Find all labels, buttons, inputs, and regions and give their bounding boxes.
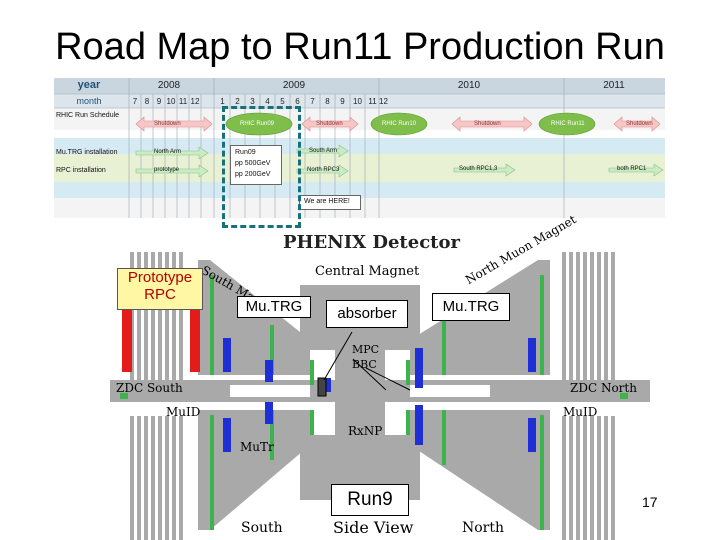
bar-label: Shutdown [154,121,181,127]
bar-label: prototype [154,167,180,173]
month-label: 1 [220,97,225,106]
month-label: 3 [250,97,255,106]
side-view-label: Side View [333,518,414,537]
bar-label: RHIC Run11 [551,121,585,127]
bar-label: North RPC3 [307,167,340,173]
month-label: 11 [178,97,188,106]
month-label: 8 [144,97,150,106]
prototype-rpc-callout: Prototype RPC [117,268,203,310]
year-2008: 2008 [157,80,181,91]
row-label-rhic: RHIC Run Schedule [56,112,120,119]
month-label: 7 [132,97,138,106]
zdc-north-label: ZDC North [570,381,637,395]
bbc-label: BBC [352,358,377,371]
row-label-rpc: RPC installation [56,167,106,174]
month-header: month [76,96,102,106]
month-label: 4 [265,97,270,106]
we-are-here-box: We are HERE! [299,195,361,210]
bar-label: Shutdown [316,121,343,127]
bar-label: Shutdown [626,121,653,127]
bar-label: South RPC1,3 [459,166,498,172]
month-label: 5 [280,97,285,106]
month-label: 12 [190,97,200,106]
month-label: 7 [310,97,315,106]
south-label: South [241,520,283,536]
month-label: 8 [325,97,330,106]
year-header: year [77,79,101,91]
bar-label: RHIC Run10 [382,121,417,127]
schedule-bars [135,112,664,178]
month-label: 6 [295,97,300,106]
year-2009: 2009 [282,80,306,91]
bar-label: Shutdown [474,121,501,127]
bar-label: South Arm [309,148,338,154]
mutrg-right-callout: Mu.TRG [432,293,510,321]
month-label: 10 [166,97,176,106]
run9-highlight-box [222,106,301,228]
mutrg-left-callout: Mu.TRG [237,296,311,318]
page-number: 17 [642,494,658,510]
year-2010: 2010 [457,80,481,91]
year-2011: 2011 [603,80,625,91]
rxnp-label: RxNP [348,424,383,438]
zdc-south-label: ZDC South [116,381,183,395]
month-label: 10 [353,97,362,106]
row-label-mutrg: Mu.TRG installation [56,149,118,156]
mpc-label: MPC [352,343,380,356]
bar-label: both RPC1 [617,166,647,172]
run09-info-box: Run09 pp 500GeV pp 200GeV [230,145,282,185]
central-magnet-label: Central Magnet [315,264,420,279]
absorber-callout: absorber [326,300,408,328]
north-label: North [462,520,505,536]
bar-label: RHIC Run09 [240,121,275,127]
slide-title: Road Map to Run11 Production Run [55,26,665,68]
bar-label: North Arm [154,149,182,155]
month-label: 2 [235,97,240,106]
month-label: 9 [156,97,162,106]
month-label: 11 [368,97,377,106]
detector-title: PHENIX Detector [283,232,460,253]
schedule-table: year month 2008 2009 2010 2011 7 8 9 10 … [54,78,665,218]
muid-right-label: MuID [563,405,598,419]
mutr-label: MuTr [240,440,274,454]
run9-callout: Run9 [331,484,409,516]
muid-left-label: MuID [166,405,201,419]
month-label: 9 [340,97,345,106]
